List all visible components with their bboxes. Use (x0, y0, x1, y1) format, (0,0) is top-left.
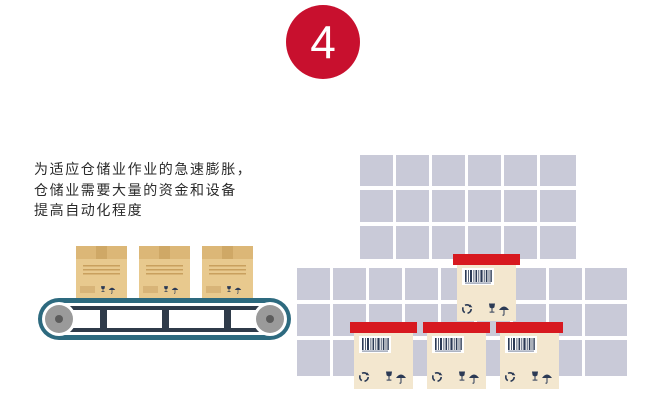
step-number: 4 (310, 16, 336, 68)
caption-line-1: 为适应仓储业作业的急速膨胀， (34, 162, 253, 178)
belt-roller-right (253, 302, 287, 336)
crate-bottom-1 (350, 322, 417, 389)
crate-bottom-2 (423, 322, 490, 389)
storage-rack-back (357, 153, 579, 261)
caption-line-2: 仓储业需要大量的资金和设备 (34, 182, 237, 199)
belt-roller-left (42, 302, 76, 336)
crate-bottom-3 (496, 322, 563, 389)
caption-line-3: 提高自动化程度 (34, 203, 144, 219)
crate-top (453, 254, 520, 321)
cardboard-box-2 (139, 246, 190, 299)
step-number-badge: 4 (286, 5, 360, 79)
cardboard-box-3 (202, 246, 253, 299)
conveyor-belt (38, 298, 291, 340)
description-text: 为适应仓储业作业的急速膨胀， 仓储业需要大量的资金和设备 提高自动化程度 (34, 160, 294, 222)
cardboard-box-1 (76, 246, 127, 299)
